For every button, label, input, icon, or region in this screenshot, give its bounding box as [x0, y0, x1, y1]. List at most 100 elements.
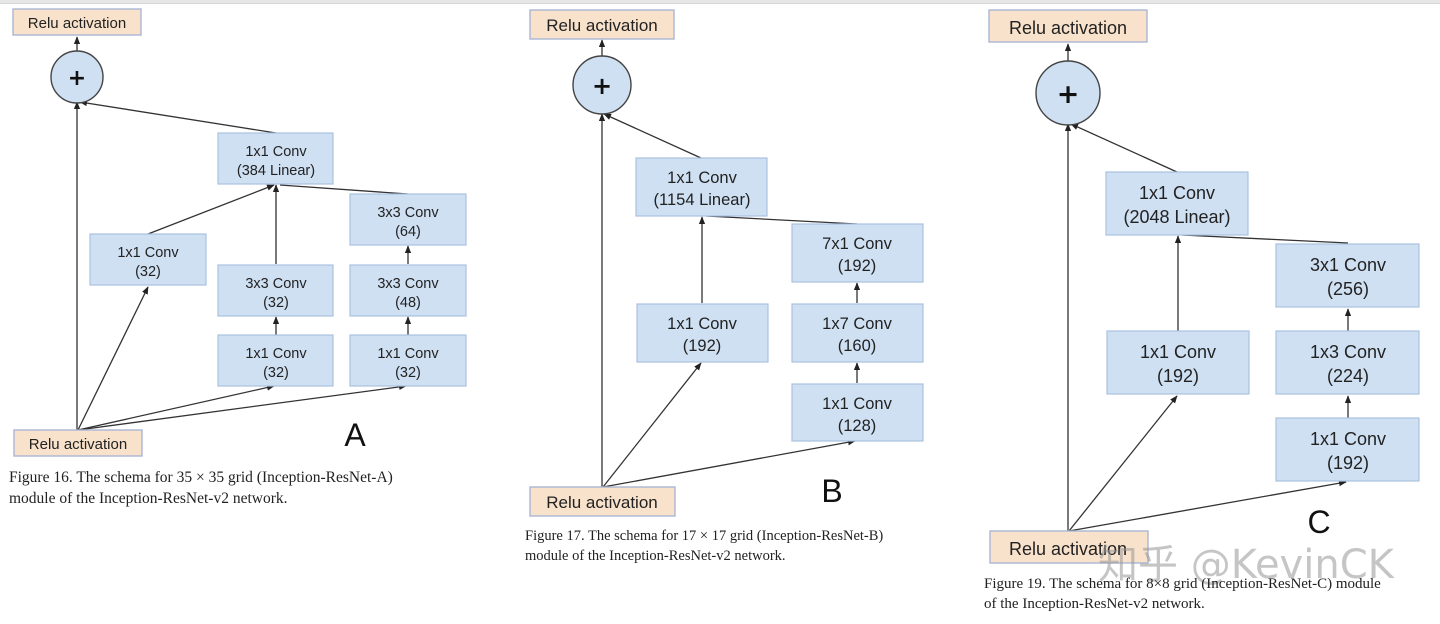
conv-label: 1x3 Conv	[1310, 342, 1386, 362]
figure-a-sum-node: +	[50, 50, 104, 104]
conv-label: 1x7 Conv	[822, 315, 892, 333]
edge-merge-to-sum	[603, 113, 702, 159]
caption-line: Figure 16. The schema for 35 × 35 grid (…	[9, 469, 393, 486]
figure-c-branch2-conv3: 3x1 Conv (256)	[1275, 243, 1420, 308]
conv-label: 1x1 Conv	[667, 169, 737, 187]
figure-c: Relu activation + 1x1 Conv (2048 Linear)…	[988, 9, 1420, 588]
conv-params: (160)	[838, 337, 877, 355]
figure-a-branch3-conv3: 3x3 Conv (64)	[349, 193, 467, 246]
relu-label: Relu activation	[1009, 539, 1127, 559]
edge-input-to-b2	[602, 439, 856, 488]
caption-line: Figure 19. The schema for 8×8 grid (Ince…	[984, 576, 1381, 592]
figure-a-branch3-conv2: 3x3 Conv (48)	[349, 264, 467, 317]
conv-params: (384 Linear)	[237, 163, 315, 179]
figure-a-input-relu: Relu activation	[13, 429, 143, 457]
relu-label: Relu activation	[546, 16, 658, 35]
conv-params: (224)	[1327, 366, 1369, 386]
top-border	[0, 0, 1440, 4]
figure-a-branch1-conv1: 1x1 Conv (32)	[89, 233, 207, 286]
figure-a-caption: Figure 16. The schema for 35 × 35 grid (…	[9, 468, 393, 510]
conv-label: 1x1 Conv	[377, 346, 439, 362]
conv-label: 3x3 Conv	[377, 276, 439, 292]
figure-a-branch3-conv1: 1x1 Conv (32)	[349, 334, 467, 387]
conv-label: 1x1 Conv	[667, 315, 737, 333]
edge-merge-to-sum	[1070, 123, 1178, 173]
conv-params: (192)	[683, 337, 722, 355]
figure-a-branch2-conv1: 1x1 Conv (32)	[217, 334, 334, 387]
relu-label: Relu activation	[29, 436, 127, 453]
conv-params: (32)	[135, 264, 161, 280]
conv-label: 3x3 Conv	[245, 276, 307, 292]
plus-icon: +	[592, 72, 612, 100]
conv-label: 3x3 Conv	[377, 205, 439, 221]
figure-c-branch1-conv1: 1x1 Conv (192)	[1106, 330, 1250, 395]
figure-a-output-relu: Relu activation	[12, 8, 142, 36]
figure-c-input-relu: Relu activation	[989, 530, 1149, 564]
conv-params: (32)	[263, 295, 289, 311]
figure-letter: A	[344, 417, 366, 453]
figure-b-output-relu: Relu activation	[529, 9, 675, 40]
edge-b1-to-merge	[147, 184, 275, 235]
figure-a-merge-conv: 1x1 Conv (384 Linear)	[217, 132, 334, 185]
conv-params: (256)	[1327, 279, 1369, 299]
edge-input-to-b1	[602, 362, 702, 488]
figure-c-branch2-conv1: 1x1 Conv (192)	[1275, 417, 1420, 482]
figure-letter: B	[821, 473, 842, 509]
relu-label: Relu activation	[28, 15, 126, 32]
figure-a-edges	[73, 36, 412, 431]
conv-label: 1x1 Conv	[822, 395, 892, 413]
conv-params: (192)	[1327, 453, 1369, 473]
conv-params: (2048 Linear)	[1123, 207, 1230, 227]
figure-b-branch2-conv1: 1x1 Conv (128)	[791, 383, 924, 442]
conv-params: (1154 Linear)	[654, 191, 751, 209]
conv-label: 3x1 Conv	[1310, 255, 1386, 275]
plus-icon: +	[1057, 79, 1080, 110]
edge-b3-to-merge	[279, 184, 409, 195]
edge-input-to-b3	[77, 383, 407, 431]
figure-b-edges	[598, 39, 861, 488]
conv-label: 1x1 Conv	[245, 144, 307, 160]
figure-c-merge-conv: 1x1 Conv (2048 Linear)	[1105, 171, 1249, 236]
figure-b-sum-node: +	[572, 55, 632, 115]
edge-merge-to-sum	[79, 100, 277, 134]
conv-label: 7x1 Conv	[822, 235, 892, 253]
caption-line: module of the Inception-ResNet-v2 networ…	[9, 489, 288, 507]
figure-c-branch2-conv2: 1x3 Conv (224)	[1275, 330, 1420, 395]
figure-c-edges	[1064, 43, 1352, 532]
figure-b-branch1-conv1: 1x1 Conv (192)	[636, 303, 769, 363]
figure-b-input-relu: Relu activation	[529, 486, 676, 517]
conv-params: (192)	[838, 257, 877, 275]
caption-line: module of the Inception-ResNet-v2 networ…	[525, 547, 786, 564]
figure-c-caption: Figure 19. The schema for 8×8 grid (Ince…	[984, 574, 1381, 615]
edge-b2-to-merge	[1181, 234, 1349, 244]
figure-b-caption: Figure 17. The schema for 17 × 17 grid (…	[525, 527, 883, 566]
conv-params: (32)	[395, 365, 421, 381]
figure-c-output-relu: Relu activation	[988, 9, 1148, 43]
conv-params: (64)	[395, 224, 421, 240]
edge-b2-to-merge	[705, 215, 858, 225]
edge-input-to-b1	[1068, 395, 1178, 532]
conv-params: (128)	[838, 417, 877, 435]
conv-params: (32)	[263, 365, 289, 381]
relu-label: Relu activation	[1009, 18, 1127, 38]
conv-params: (192)	[1157, 366, 1199, 386]
edge-input-to-b2	[1068, 480, 1347, 532]
figure-b-merge-conv: 1x1 Conv (1154 Linear)	[635, 157, 768, 217]
figure-letter: C	[1307, 504, 1330, 540]
figure-b-branch2-conv3: 7x1 Conv (192)	[791, 223, 924, 283]
caption-line: of the Inception-ResNet-v2 network.	[984, 596, 1205, 613]
caption-line: Figure 17. The schema for 17 × 17 grid (…	[525, 528, 884, 544]
figure-c-sum-node: +	[1035, 60, 1101, 126]
watermark: 知乎 @KevinCK	[1098, 542, 1396, 588]
conv-label: 1x1 Conv	[245, 346, 307, 362]
conv-label: 1x1 Conv	[117, 245, 179, 261]
figure-b: Relu activation + 1x1 Conv (1154 Linear)…	[529, 9, 924, 517]
edge-input-to-b2	[77, 384, 275, 431]
plus-icon: +	[68, 66, 86, 91]
conv-label: 1x1 Conv	[1140, 342, 1216, 362]
conv-params: (48)	[395, 295, 421, 311]
figure-a: Relu activation + 1x1 Conv (384 Linear) …	[12, 8, 467, 457]
conv-label: 1x1 Conv	[1139, 183, 1215, 203]
conv-label: 1x1 Conv	[1310, 429, 1386, 449]
